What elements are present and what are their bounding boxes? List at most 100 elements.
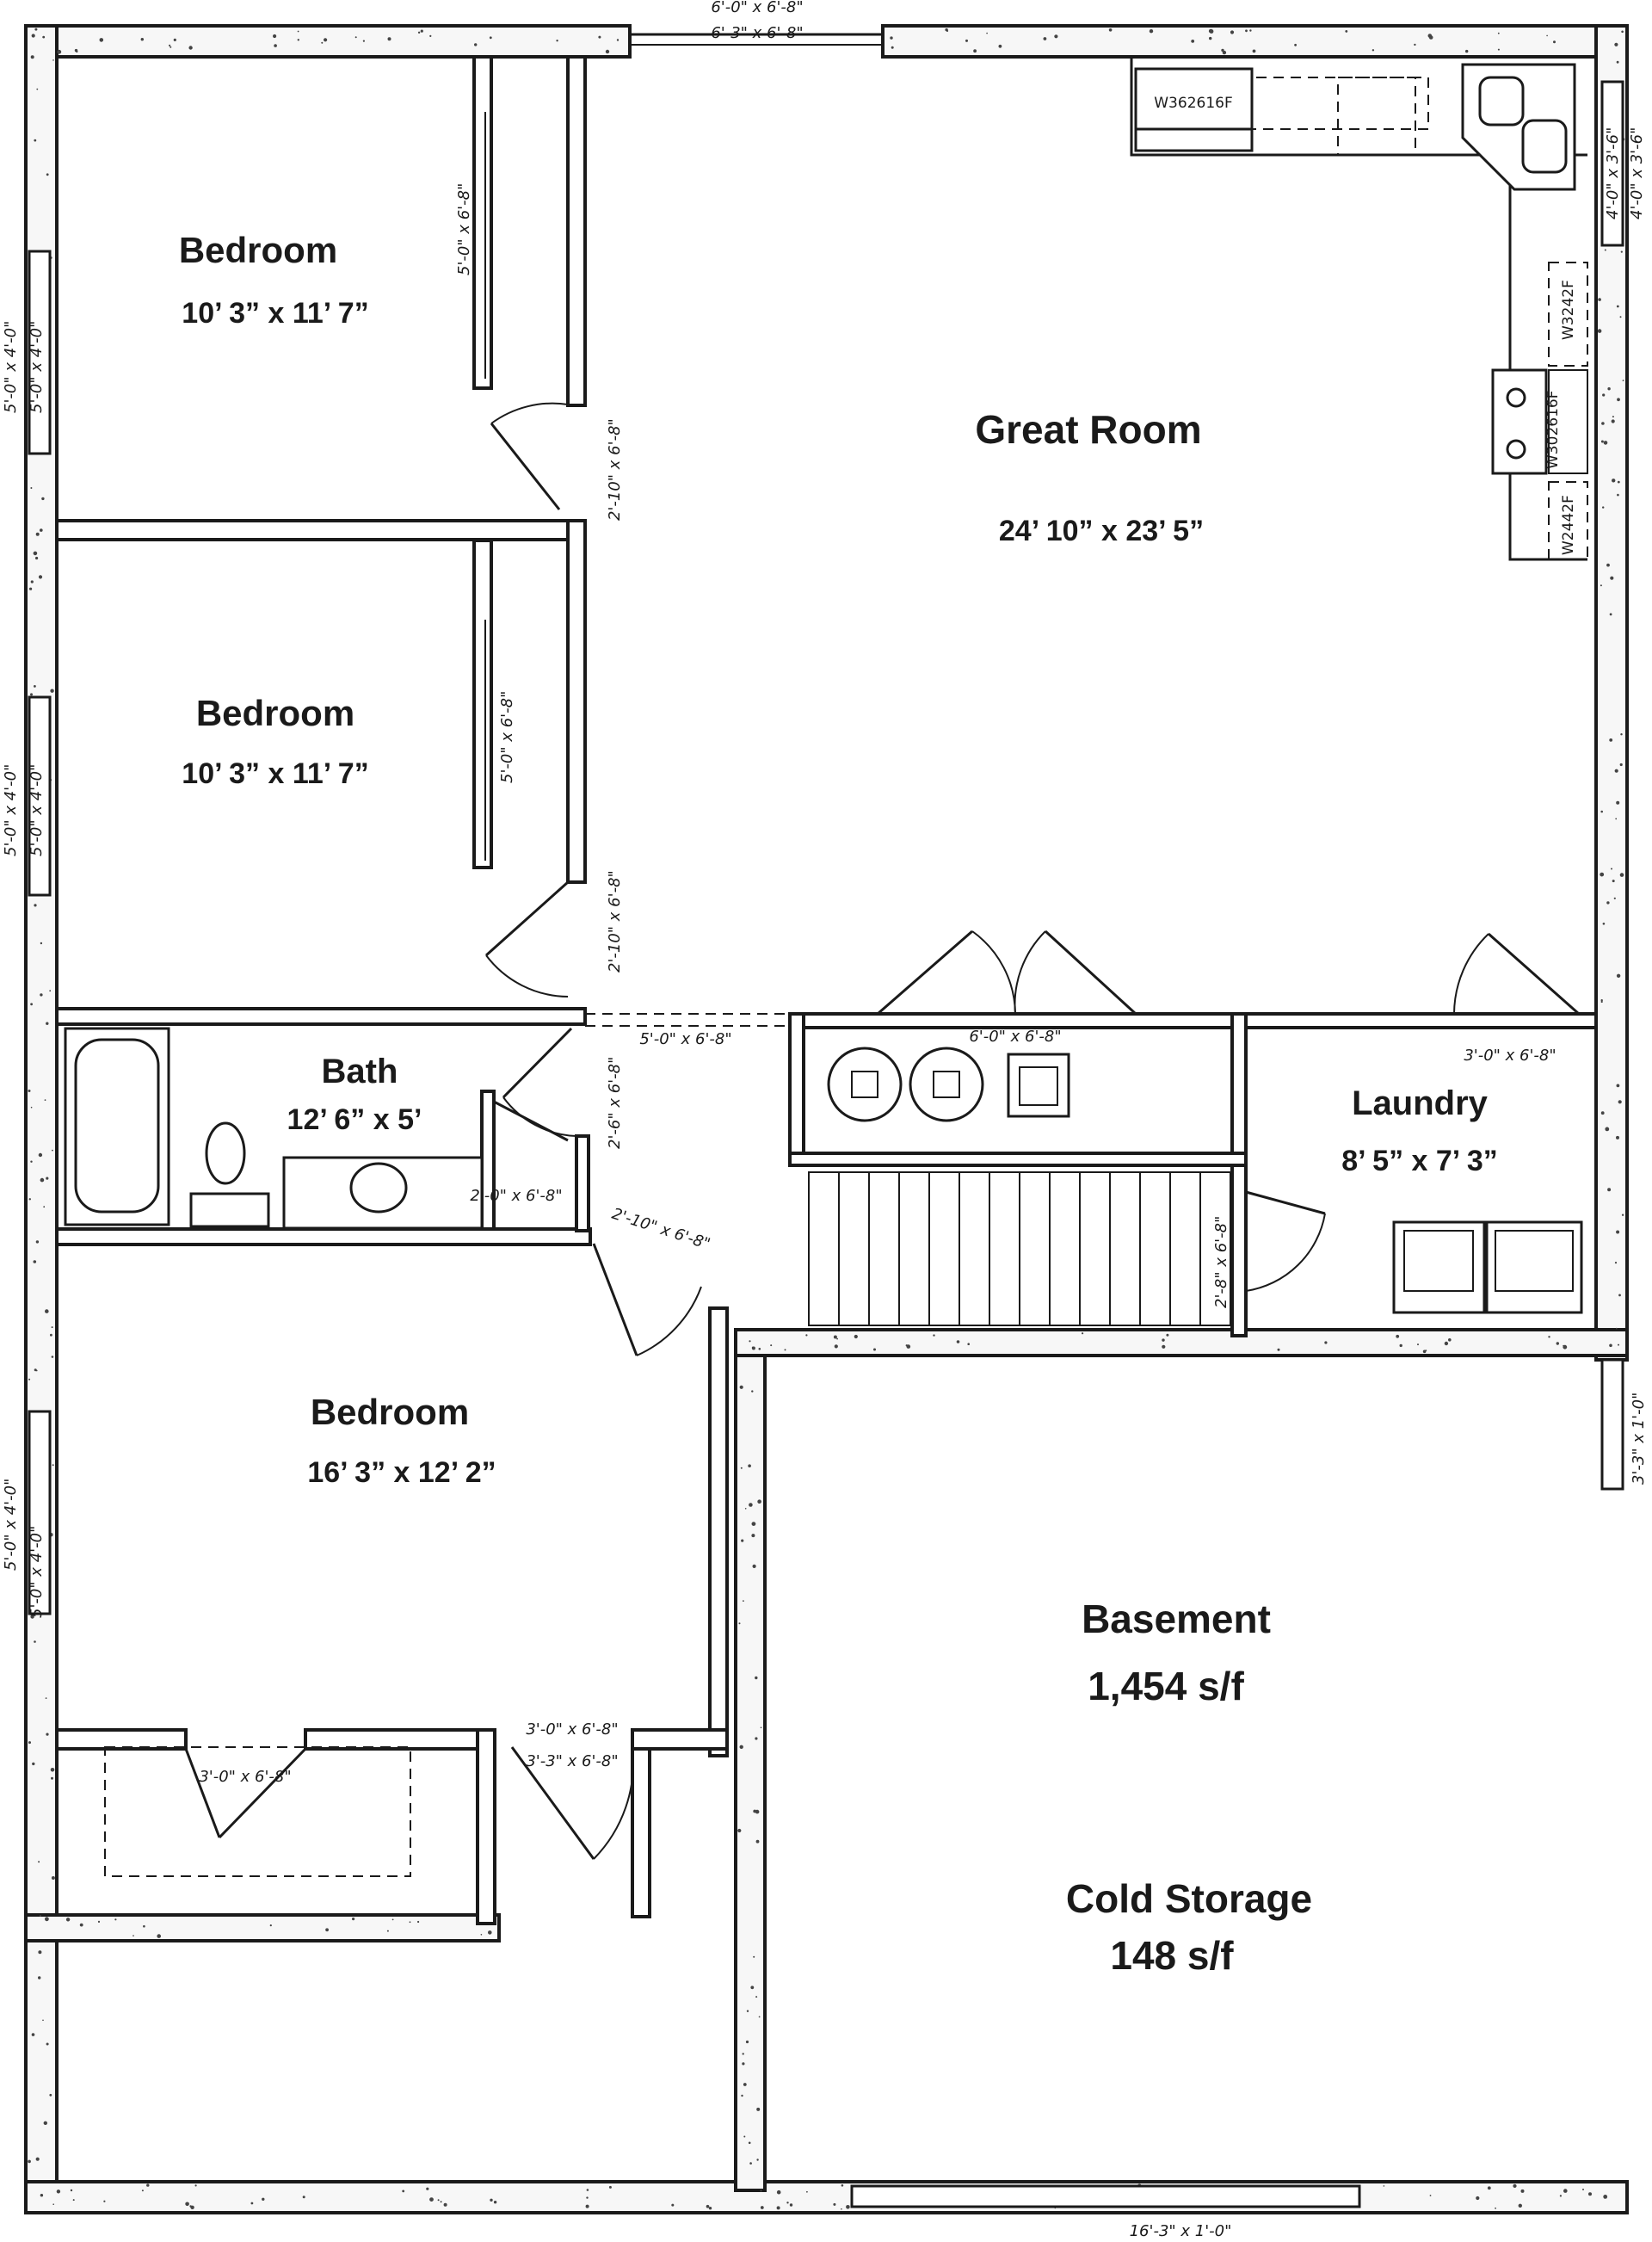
concrete-speck xyxy=(1597,329,1602,333)
concrete-speck xyxy=(386,1930,389,1932)
concrete-speck xyxy=(1162,1338,1165,1342)
concrete-speck xyxy=(387,37,391,41)
concrete-speck xyxy=(38,1861,40,1863)
concrete-speck xyxy=(274,44,277,47)
concrete-speck xyxy=(1618,1343,1619,1346)
dim-stair-door: 2'-8" x 6'-8" xyxy=(1212,1216,1230,1308)
concrete-speck xyxy=(1487,2186,1491,2190)
concrete-speck xyxy=(834,1344,838,1349)
concrete-speck xyxy=(302,2196,305,2199)
concrete-speck xyxy=(1162,1344,1166,1349)
concrete-speck xyxy=(1600,440,1604,443)
concrete-speck xyxy=(409,1921,411,1924)
concrete-speck xyxy=(273,34,277,39)
basement-size: 1,454 s/f xyxy=(1088,1664,1244,1708)
concrete-speck xyxy=(1518,2203,1523,2208)
concrete-speck xyxy=(746,2010,749,2012)
dim-storage-door-a: 3'-0" x 6'-8" xyxy=(526,1720,618,1739)
concrete-speck xyxy=(890,36,893,40)
concrete-speck xyxy=(1429,2195,1432,2196)
concrete-speck xyxy=(52,2203,54,2205)
concrete-speck xyxy=(30,580,34,584)
dim-right-window: 3'-3" x 1'-0" xyxy=(1630,1393,1648,1485)
concrete-speck xyxy=(440,2201,442,2203)
windows xyxy=(28,80,1624,2208)
cab-right-1: W3242F xyxy=(1560,280,1577,340)
concrete-speck xyxy=(748,1464,751,1467)
concrete-speck xyxy=(143,1924,145,1928)
concrete-speck xyxy=(402,2190,405,2193)
concrete-speck xyxy=(833,1335,837,1339)
concrete-speck xyxy=(1615,818,1618,820)
concrete-speck xyxy=(836,1337,838,1340)
concrete-speck xyxy=(28,2159,31,2164)
concrete-speck xyxy=(743,2135,746,2138)
cold-storage-name: Cold Storage xyxy=(1066,1876,1312,1921)
concrete-speck xyxy=(30,55,34,59)
cab-right-2: W302616F xyxy=(1544,391,1562,469)
concrete-speck xyxy=(805,1334,808,1337)
concrete-speck xyxy=(49,2093,52,2097)
concrete-speck xyxy=(30,1160,33,1163)
concrete-speck xyxy=(965,39,968,42)
dim-storage-door-b: 3'-3" x 6'-8" xyxy=(526,1752,618,1770)
cab-upper-top: W362616F xyxy=(1154,95,1232,112)
concrete-speck xyxy=(35,1240,40,1244)
concrete-speck xyxy=(706,2204,710,2208)
concrete-speck xyxy=(429,2197,434,2202)
bath-name: Bath xyxy=(322,1053,398,1090)
concrete-speck xyxy=(1607,1188,1612,1192)
dim-window-left2b: 5'-0" x 4'-0" xyxy=(28,764,46,856)
concrete-speck xyxy=(1603,2195,1608,2199)
concrete-speck xyxy=(956,1340,960,1343)
concrete-speck xyxy=(30,693,33,696)
concrete-speck xyxy=(488,1930,492,1935)
concrete-speck xyxy=(45,1917,49,1922)
concrete-speck xyxy=(1609,738,1613,742)
concrete-speck xyxy=(46,173,49,176)
concrete-speck xyxy=(133,1935,134,1936)
concrete-speck xyxy=(586,2189,589,2191)
concrete-speck xyxy=(1616,1135,1619,1140)
concrete-speck xyxy=(585,2204,589,2208)
concrete-speck xyxy=(1610,576,1614,580)
concrete-speck xyxy=(1621,30,1624,34)
concrete-speck xyxy=(967,1343,970,1345)
exterior-walls xyxy=(24,24,1629,2214)
concrete-speck xyxy=(490,2198,493,2202)
concrete-speck xyxy=(51,1356,54,1358)
concrete-speck xyxy=(1600,1111,1605,1115)
concrete-speck xyxy=(45,1697,47,1699)
concrete-speck xyxy=(321,41,324,44)
concrete-speck xyxy=(776,2190,781,2195)
concrete-speck xyxy=(556,40,558,42)
concrete-speck xyxy=(760,1726,762,1729)
concrete-speck xyxy=(784,1349,786,1351)
concrete-speck xyxy=(1607,387,1611,391)
concrete-speck xyxy=(1396,1334,1400,1338)
concrete-speck xyxy=(45,1309,49,1313)
concrete-speck xyxy=(1372,49,1375,52)
concrete-speck xyxy=(1600,872,1605,877)
concrete-speck xyxy=(30,1615,34,1619)
concrete-speck xyxy=(1612,479,1616,483)
dim-laundry-door: 3'-0" x 6'-8" xyxy=(1464,1047,1556,1065)
bedroom1-size: 10’ 3” x 11’ 7” xyxy=(182,297,368,330)
concrete-speck xyxy=(873,1348,876,1351)
concrete-speck xyxy=(34,685,36,688)
concrete-speck xyxy=(362,40,365,42)
dim-closet2: 5'-0" x 6'-8" xyxy=(498,691,516,783)
concrete-speck xyxy=(748,2141,751,2145)
concrete-speck xyxy=(846,2205,850,2209)
concrete-speck xyxy=(38,575,43,579)
concrete-speck xyxy=(40,1177,45,1183)
mech-fixtures xyxy=(827,1047,1583,1314)
concrete-speck xyxy=(1617,493,1619,497)
laundry-name: Laundry xyxy=(1352,1084,1489,1122)
concrete-speck xyxy=(671,2203,675,2207)
concrete-speck xyxy=(1601,422,1605,425)
concrete-speck xyxy=(755,1839,760,1844)
concrete-speck xyxy=(854,1334,858,1339)
concrete-speck xyxy=(46,1732,49,1736)
concrete-speck xyxy=(36,88,39,90)
